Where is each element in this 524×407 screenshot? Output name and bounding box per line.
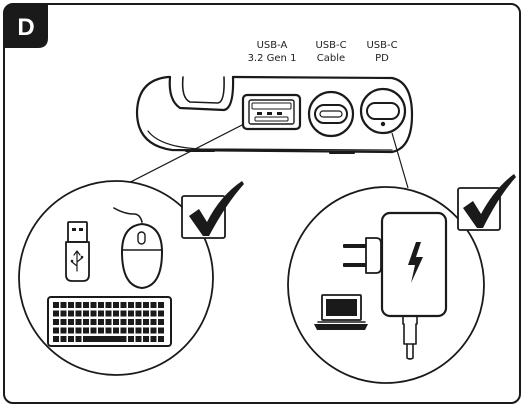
usb-a-port [241,93,302,131]
keyboard-key [53,319,59,325]
keyboard-key [135,319,142,325]
keyboard-key [90,302,97,308]
mouse-icon [113,207,163,289]
keyboard-key [75,327,82,334]
usb-c-cable-port [307,90,355,138]
keyboard-key [143,336,149,342]
keyboard-key [83,310,89,317]
keyboard-key [128,336,134,342]
keyboard-spacebar [83,336,127,342]
keyboard-key [158,327,164,334]
port-labels: USB-A 3.2 Gen 1 USB-C Cable USB-C PD [248,40,398,64]
keyboard-key [83,319,89,325]
keyboard-key [98,319,104,325]
keyboard-key [143,310,149,317]
keyboard-key [105,310,112,317]
keyboard-key [98,310,104,317]
keyboard-key [105,327,112,334]
laptop-icon [314,294,368,330]
keyboard-key [68,319,74,325]
keyboard-key [105,302,112,308]
keyboard-key [113,327,119,334]
keyboard-key [68,310,74,317]
keyboard-key [113,302,119,308]
keyboard-key [75,302,82,308]
keyboard-key [150,336,157,342]
keyboard-key [143,302,149,308]
keyboard-key [128,310,134,317]
keyboard-key [120,319,127,325]
keyboard-key [98,302,104,308]
keyboard-key [90,319,97,325]
leader-line-right [391,132,409,189]
keyboard-key [75,336,82,342]
keyboard-key [135,327,142,334]
keyboard-key [113,319,119,325]
usb-c-cable-label-line1: USB-C [315,40,346,51]
keyboard-key [60,327,67,334]
keyboard-key [113,310,119,317]
keyboard-key [53,327,59,334]
keyboard-key [98,327,104,334]
keyboard-key [150,319,157,325]
keyboard-key [150,310,157,317]
usb-flash-drive-icon [65,221,90,282]
keyboard-key [120,327,127,334]
keyboard-key [90,310,97,317]
keyboard-key [158,310,164,317]
step-badge: D [4,4,48,48]
usb-a-label-line1: USB-A [257,40,288,51]
keyboard-key [60,302,67,308]
usb-c-pd-port [359,87,407,135]
keyboard-icon [47,296,172,347]
usb-c-cable-label-line2: Cable [317,53,345,64]
keyboard-key [53,302,59,308]
keyboard-key [120,310,127,317]
keyboard-key [150,302,157,308]
right-checkmark-box [457,174,516,231]
keyboard-key [75,319,82,325]
keyboard-key [68,336,74,342]
step-letter: D [17,14,34,41]
keyboard-key [128,319,134,325]
leader-line-left [114,123,245,191]
keyboard-key [135,336,142,342]
keyboard-key [53,310,59,317]
left-checkmark-box [181,181,244,239]
wall-charger-icon [343,211,448,360]
keyboard-key [105,319,112,325]
usb-c-pd-label-line1: USB-C [366,40,397,51]
keyboard-key [158,302,164,308]
keyboard-key [158,319,164,325]
keyboard-key [53,336,59,342]
keyboard-key [68,302,74,308]
keyboard-key [128,327,134,334]
keyboard-key [128,302,134,308]
keyboard-key [135,302,142,308]
usb-c-pd-label-line2: PD [375,53,389,64]
keyboard-key [60,319,67,325]
keyboard-key [90,327,97,334]
keyboard-key [150,327,157,334]
keyboard-key [120,302,127,308]
keyboard-key [60,336,67,342]
keyboard-key [83,327,89,334]
checkmark-icon [463,174,516,228]
usb-a-label-line2: 3.2 Gen 1 [248,53,297,64]
keyboard-key [68,327,74,334]
checkmark-icon [189,181,244,236]
keyboard-key [83,302,89,308]
keyboard-key [135,310,142,317]
keyboard-key [143,327,149,334]
keyboard-key [60,310,67,317]
power-bank [135,75,414,154]
keyboard-key [158,336,164,342]
keyboard-key [143,319,149,325]
keyboard-key [75,310,82,317]
